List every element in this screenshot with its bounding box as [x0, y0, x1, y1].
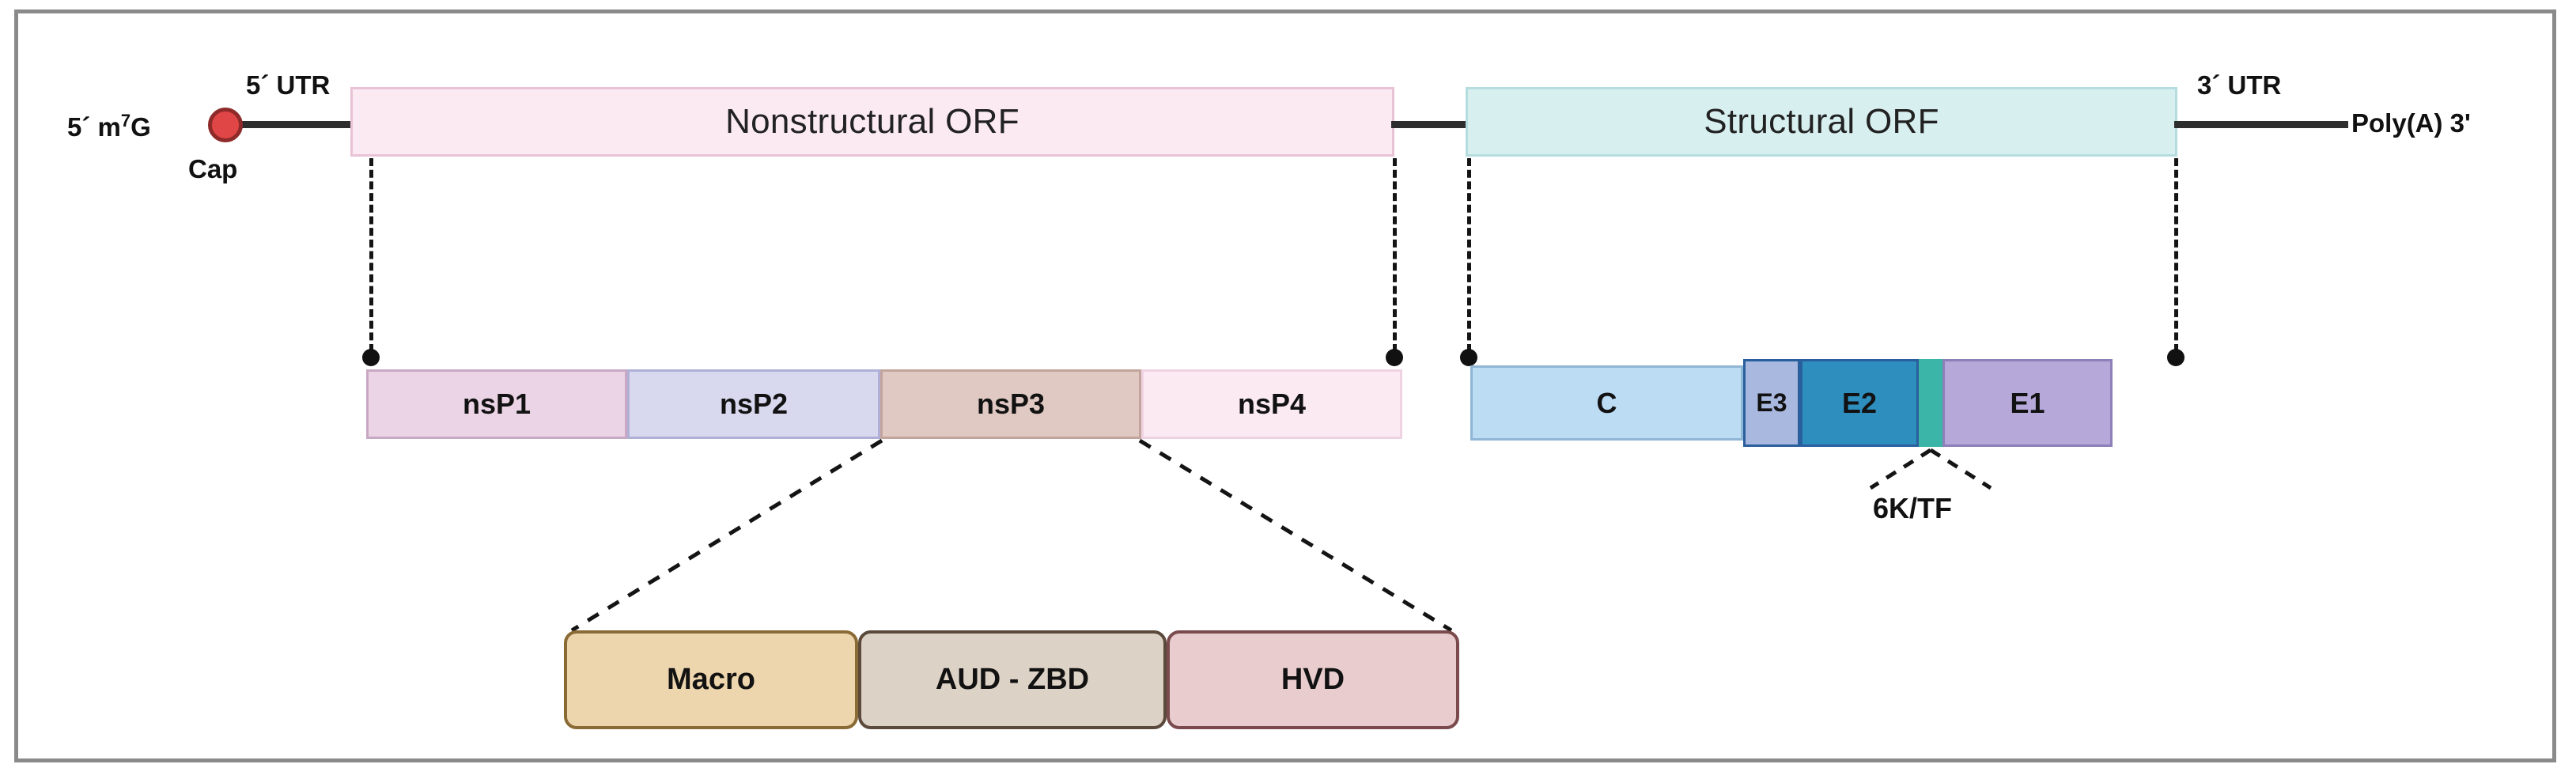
connector-dot-nonstructural-right	[1386, 349, 1403, 366]
connector-nonstructural-left	[369, 158, 373, 352]
macro-domain[interactable]: Macro	[564, 630, 858, 729]
nsp3-label: nsP3	[976, 388, 1046, 420]
connector-nonstructural-right	[1393, 158, 1397, 352]
e2-segment[interactable]: E2	[1800, 359, 1919, 447]
three-prime-utr-label: 3´ UTR	[2197, 70, 2282, 100]
cap-suffix-text: G	[131, 112, 151, 142]
nsp4-segment[interactable]: nsP4	[1141, 369, 1402, 439]
diagram-frame: 5´ m7G Cap 5´ UTR Nonstructural ORF Stru…	[14, 9, 2556, 762]
aud-zbd-domain[interactable]: AUD - ZBD	[858, 630, 1167, 729]
five-prime-cap-label: 5´ m7G	[67, 111, 151, 142]
6k-tf-callout-label: 6K/TF	[1873, 492, 1953, 524]
connector-dot-structural-left	[1460, 349, 1477, 366]
capsid-label: C	[1596, 386, 1617, 419]
cap-superscript-text: 7	[120, 111, 131, 130]
nsp2-label: nsP2	[719, 388, 789, 420]
e1-label: E1	[2010, 386, 2045, 419]
backbone-left-segment	[228, 121, 366, 128]
backbone-intergenic-segment	[1391, 121, 1470, 128]
polya-label: Poly(A) 3'	[2351, 108, 2471, 138]
macro-domain-label: Macro	[667, 663, 755, 696]
aud-zbd-domain-label: AUD - ZBD	[935, 663, 1090, 696]
backbone-right-segment	[2174, 121, 2348, 128]
nonstructural-orf-label: Nonstructural ORF	[725, 102, 1019, 141]
cap-prefix-text: 5´ m	[67, 112, 121, 142]
nsp1-label: nsP1	[462, 388, 531, 420]
structural-orf-box[interactable]: Structural ORF	[1466, 87, 2177, 157]
structural-orf-label: Structural ORF	[1704, 102, 1939, 141]
hvd-domain-label: HVD	[1280, 663, 1345, 696]
connector-dot-nonstructural-left	[362, 349, 380, 366]
connector-structural-left	[1467, 158, 1471, 352]
nsp1-segment[interactable]: nsP1	[366, 369, 627, 439]
nonstructural-orf-box[interactable]: Nonstructural ORF	[350, 87, 1394, 157]
e3-segment[interactable]: E3	[1743, 359, 1800, 447]
nsp3-segment[interactable]: nsP3	[880, 369, 1141, 439]
e1-segment[interactable]: E1	[1942, 359, 2113, 447]
cap-label: Cap	[188, 154, 238, 183]
nsp4-label: nsP4	[1237, 388, 1307, 420]
capsid-segment[interactable]: C	[1470, 365, 1743, 441]
6k-tf-segment[interactable]	[1919, 359, 1942, 447]
e3-label: E3	[1756, 388, 1787, 417]
connector-dot-structural-right	[2167, 349, 2184, 366]
hvd-domain[interactable]: HVD	[1167, 630, 1459, 729]
five-prime-utr-label: 5´ UTR	[246, 70, 331, 100]
e2-label: E2	[1841, 386, 1878, 419]
connector-structural-right	[2174, 158, 2178, 352]
nsp2-segment[interactable]: nsP2	[627, 369, 880, 439]
cap-circle-icon	[208, 108, 243, 142]
